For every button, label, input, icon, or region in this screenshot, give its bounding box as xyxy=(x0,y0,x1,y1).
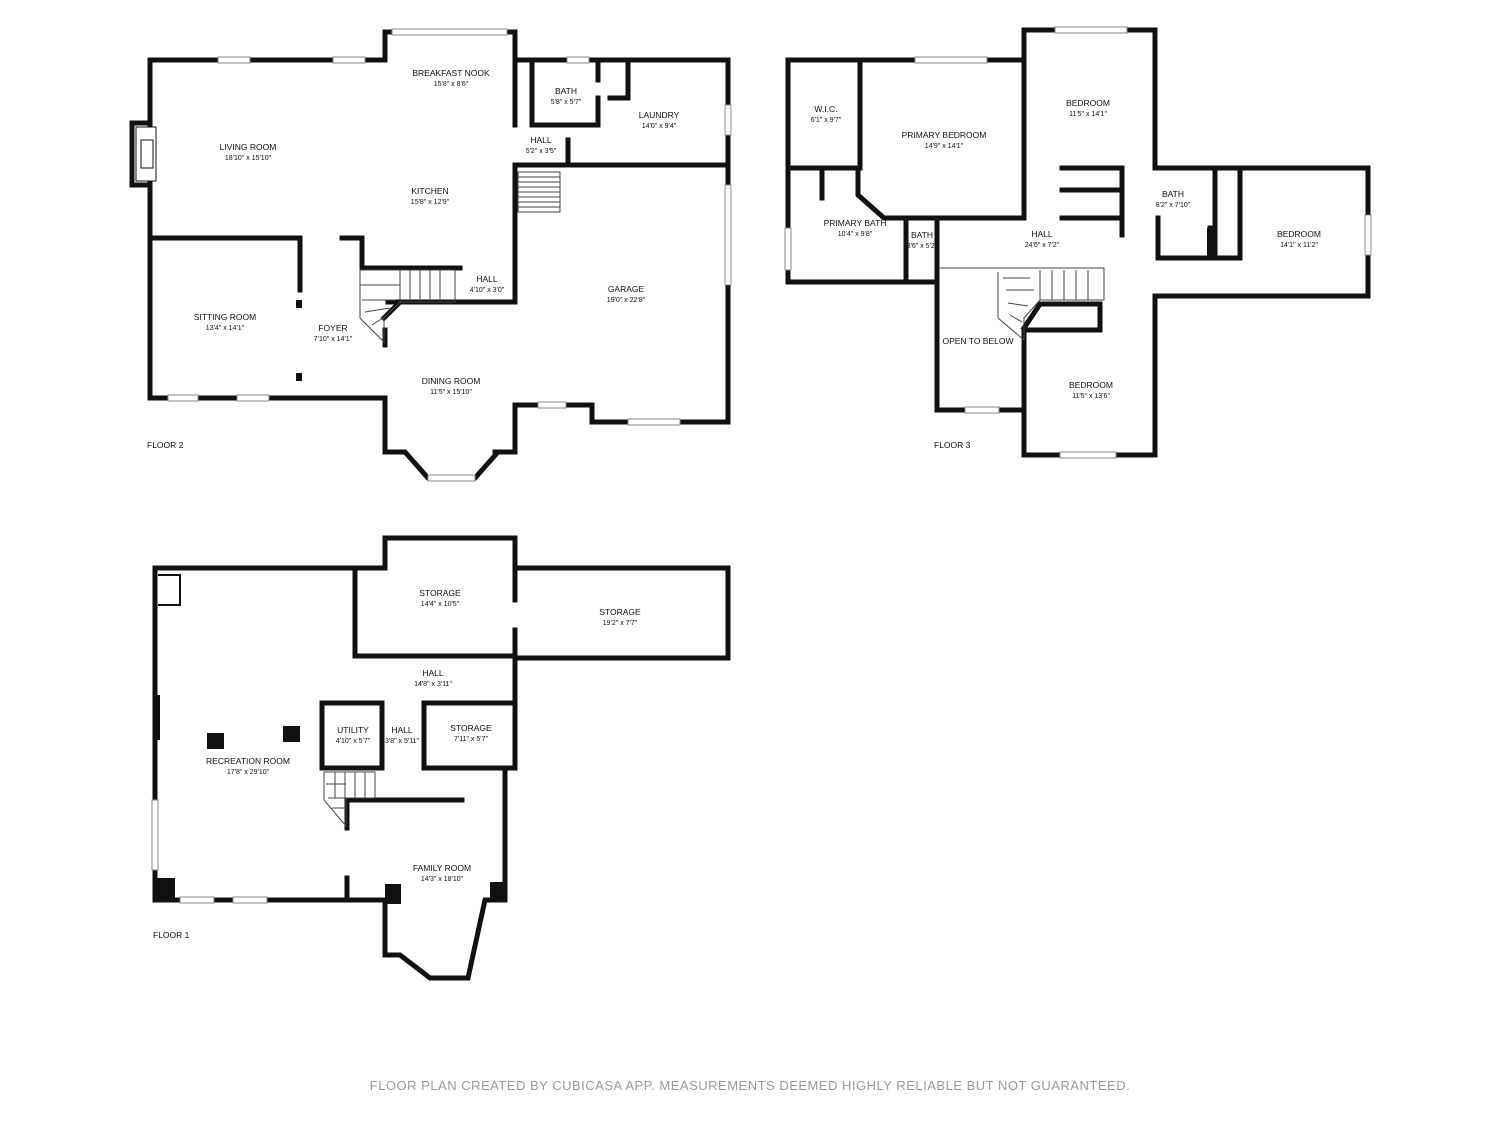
room-label: HALL 24'6" x 7'2" xyxy=(1025,229,1060,249)
room-dimensions: 19'0" x 22'8" xyxy=(607,297,646,304)
room-name: RECREATION ROOM xyxy=(206,756,290,766)
floor-2-plan xyxy=(129,28,732,482)
room-name: BATH xyxy=(911,230,933,240)
room-name: HALL xyxy=(476,274,498,284)
room-dimensions: 14'3" x 18'10" xyxy=(421,876,464,883)
floor-label: FLOOR 3 xyxy=(934,440,971,450)
room-name: HALL xyxy=(530,135,552,145)
room-label: BATH 8'2" x 7'10" xyxy=(1156,189,1191,209)
room-label: KITCHEN 15'8" x 12'9" xyxy=(411,186,450,206)
room-label: BATH 5'8" x 5'7" xyxy=(551,86,582,106)
floor-labels: FLOOR 2 FLOOR 3 FLOOR 1 xyxy=(147,440,971,940)
room-labels: BREAKFAST NOOK 15'8" x 8'6" BATH 5'8" x 5'7… xyxy=(194,68,1321,883)
room-name: BATH xyxy=(1162,189,1184,199)
footer-disclaimer: FLOOR PLAN CREATED BY CUBICASA APP. MEAS… xyxy=(370,1078,1130,1093)
room-label: STORAGE 7'11" x 5'7" xyxy=(450,723,492,743)
room-dimensions: 14'4" x 10'5" xyxy=(421,601,460,608)
room-dimensions: 14'8" x 3'11" xyxy=(414,681,452,688)
floor-label: FLOOR 2 xyxy=(147,440,184,450)
room-dimensions: 10'4" x 9'8" xyxy=(838,231,873,238)
room-label: HALL 4'10" x 3'0" xyxy=(470,274,505,294)
room-label: LAUNDRY 14'0" x 9'4" xyxy=(639,110,680,130)
room-dimensions: 6'1" x 9'7" xyxy=(811,117,842,124)
room-dimensions: 17'8" x 29'10" xyxy=(227,769,270,776)
room-name: BATH xyxy=(555,86,577,96)
room-dimensions: 14'0" x 9'4" xyxy=(642,123,677,130)
room-dimensions: 7'10" x 14'1" xyxy=(314,336,353,343)
room-dimensions: 3'6" x 5'2" xyxy=(907,243,938,250)
room-dimensions: 19'2" x 7'7" xyxy=(603,620,638,627)
room-dimensions: 15'8" x 12'9" xyxy=(411,199,450,206)
room-name: OPEN TO BELOW xyxy=(942,336,1013,346)
room-dimensions: 15'8" x 8'6" xyxy=(434,81,469,88)
floor-3-plan xyxy=(784,26,1372,459)
room-name: DINING ROOM xyxy=(422,376,481,386)
room-dimensions: 14'9" x 14'1" xyxy=(925,143,964,150)
room-label: BEDROOM 14'1" x 11'2" xyxy=(1277,229,1321,249)
room-label: HALL 14'8" x 3'11" xyxy=(414,668,452,688)
room-dimensions: 13'4" x 14'1" xyxy=(206,325,245,332)
room-name: FOYER xyxy=(318,323,347,333)
room-name: GARAGE xyxy=(608,284,645,294)
room-dimensions: 11'5" x 13'6" xyxy=(1072,393,1110,400)
room-name: STORAGE xyxy=(599,607,641,617)
room-dimensions: 24'6" x 7'2" xyxy=(1025,242,1060,249)
room-name: KITCHEN xyxy=(411,186,448,196)
room-label: DINING ROOM 11'5" x 15'10" xyxy=(422,376,481,396)
room-label: LIVING ROOM 18'10" x 15'10" xyxy=(220,142,277,162)
room-name: STORAGE xyxy=(419,588,461,598)
room-name: PRIMARY BATH xyxy=(824,218,887,228)
room-label: BEDROOM 11'5" x 14'1" xyxy=(1066,98,1110,118)
room-name: UTILITY xyxy=(337,725,369,735)
floor-1-plan xyxy=(151,535,731,981)
room-dimensions: 5'2" x 3'5" xyxy=(526,148,557,155)
room-label: GARAGE 19'0" x 22'8" xyxy=(607,284,646,304)
room-label: W.I.C. 6'1" x 9'7" xyxy=(811,104,842,124)
room-label: RECREATION ROOM 17'8" x 29'10" xyxy=(206,756,290,776)
room-label: SITTING ROOM 13'4" x 14'1" xyxy=(194,312,256,332)
room-dimensions: 4'10" x 5'7" xyxy=(336,738,371,745)
room-label: OPEN TO BELOW xyxy=(942,336,1013,346)
room-label: BREAKFAST NOOK 15'8" x 8'6" xyxy=(412,68,490,88)
room-name: BEDROOM xyxy=(1277,229,1321,239)
room-dimensions: 11'5" x 14'1" xyxy=(1069,111,1107,118)
room-dimensions: 3'8" x 5'11" xyxy=(385,738,419,745)
room-name: W.I.C. xyxy=(814,104,837,114)
floor-label: FLOOR 1 xyxy=(153,930,190,940)
room-dimensions: 11'5" x 15'10" xyxy=(430,389,472,396)
room-label: FOYER 7'10" x 14'1" xyxy=(314,323,353,343)
room-dimensions: 7'11" x 5'7" xyxy=(454,736,488,743)
room-name: HALL xyxy=(391,725,413,735)
room-name: SITTING ROOM xyxy=(194,312,256,322)
room-name: BEDROOM xyxy=(1069,380,1113,390)
room-dimensions: 4'10" x 3'0" xyxy=(470,287,505,294)
room-name: STORAGE xyxy=(450,723,492,733)
room-label: BATH 3'6" x 5'2" xyxy=(907,230,938,250)
room-name: BREAKFAST NOOK xyxy=(412,68,490,78)
room-name: HALL xyxy=(1031,229,1053,239)
room-label: HALL 5'2" x 3'5" xyxy=(526,135,557,155)
room-label: STORAGE 19'2" x 7'7" xyxy=(599,607,641,627)
room-name: PRIMARY BEDROOM xyxy=(902,130,987,140)
room-label: STORAGE 14'4" x 10'5" xyxy=(419,588,461,608)
room-name: LAUNDRY xyxy=(639,110,680,120)
room-label: FAMILY ROOM 14'3" x 18'10" xyxy=(413,863,471,883)
room-name: LIVING ROOM xyxy=(220,142,277,152)
room-label: UTILITY 4'10" x 5'7" xyxy=(336,725,371,745)
room-label: PRIMARY BATH 10'4" x 9'8" xyxy=(824,218,887,238)
room-dimensions: 18'10" x 15'10" xyxy=(225,155,272,162)
room-label: BEDROOM 11'5" x 13'6" xyxy=(1069,380,1113,400)
room-dimensions: 14'1" x 11'2" xyxy=(1280,242,1318,249)
room-name: FAMILY ROOM xyxy=(413,863,471,873)
room-dimensions: 5'8" x 5'7" xyxy=(551,99,582,106)
room-dimensions: 8'2" x 7'10" xyxy=(1156,202,1191,209)
room-label: HALL 3'8" x 5'11" xyxy=(385,725,419,745)
room-name: HALL xyxy=(422,668,444,678)
room-name: BEDROOM xyxy=(1066,98,1110,108)
room-label: PRIMARY BEDROOM 14'9" x 14'1" xyxy=(902,130,987,150)
